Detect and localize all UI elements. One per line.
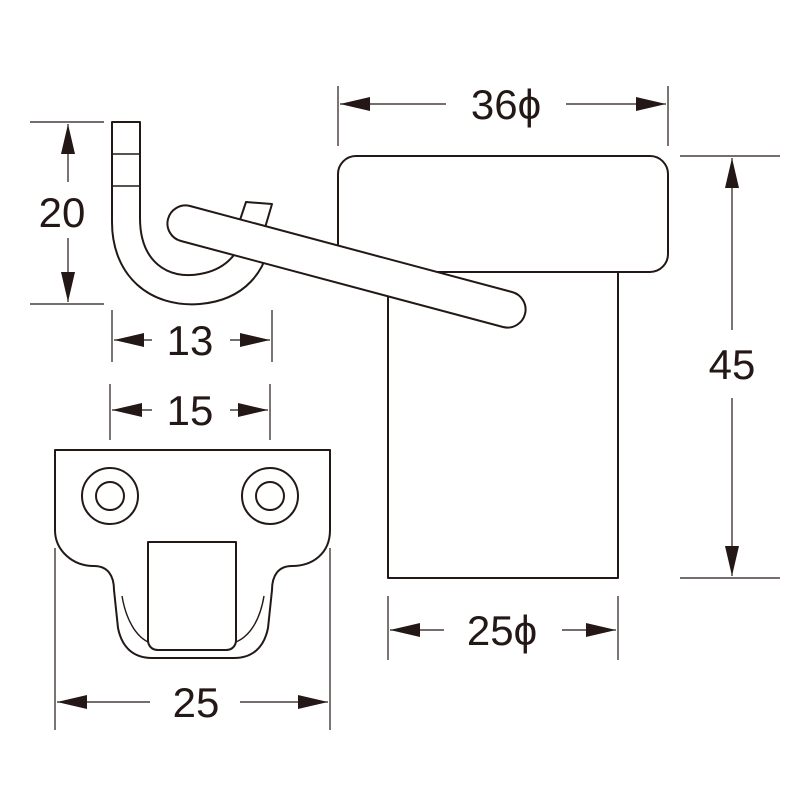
plate-width-label: 25 <box>173 679 220 726</box>
mounting-hole-right-inner <box>255 481 285 511</box>
arrowhead-up <box>725 158 739 188</box>
hook-slot <box>147 541 237 651</box>
hook-depth-label: 13 <box>167 317 214 364</box>
arrowhead-right <box>238 403 268 417</box>
dimension-hook-height: 20 <box>30 121 104 305</box>
slot-curve-right <box>235 595 265 643</box>
dimension-plate-width: 25 <box>54 548 331 730</box>
top-diameter-label: 36ϕ <box>471 81 541 128</box>
dimension-hole-spacing: 15 <box>109 384 271 440</box>
slot-curve-left <box>121 595 149 643</box>
arrowhead-left <box>340 97 370 111</box>
arrowhead-left <box>57 695 87 709</box>
cup-side-view <box>337 155 669 579</box>
arrowhead-right <box>240 333 270 347</box>
arrowhead-left <box>390 623 420 637</box>
hook-height-label: 20 <box>39 189 86 236</box>
arrowhead-right <box>636 97 666 111</box>
arrowhead-up <box>61 124 75 154</box>
bottom-diameter-label: 25ϕ <box>467 607 537 654</box>
dimension-top-diameter: 36ϕ <box>337 81 669 146</box>
arrowhead-left <box>114 333 144 347</box>
dimension-height: 45 <box>680 155 780 579</box>
arrowhead-down <box>61 272 75 302</box>
arrowhead-left <box>112 403 142 417</box>
dimension-hook-depth: 13 <box>111 310 273 364</box>
mounting-hole-left-inner <box>95 481 125 511</box>
arrowhead-right <box>586 623 616 637</box>
plate-front-view <box>54 449 331 659</box>
hook-side-view <box>111 121 527 329</box>
arrowhead-right <box>298 695 328 709</box>
diagonal-rod <box>166 204 527 329</box>
height-label: 45 <box>709 341 756 388</box>
cup-upper-rim <box>337 155 669 273</box>
hole-spacing-label: 15 <box>167 387 214 434</box>
arrowhead-down <box>725 546 739 576</box>
dimension-bottom-diameter: 25ϕ <box>387 596 619 660</box>
